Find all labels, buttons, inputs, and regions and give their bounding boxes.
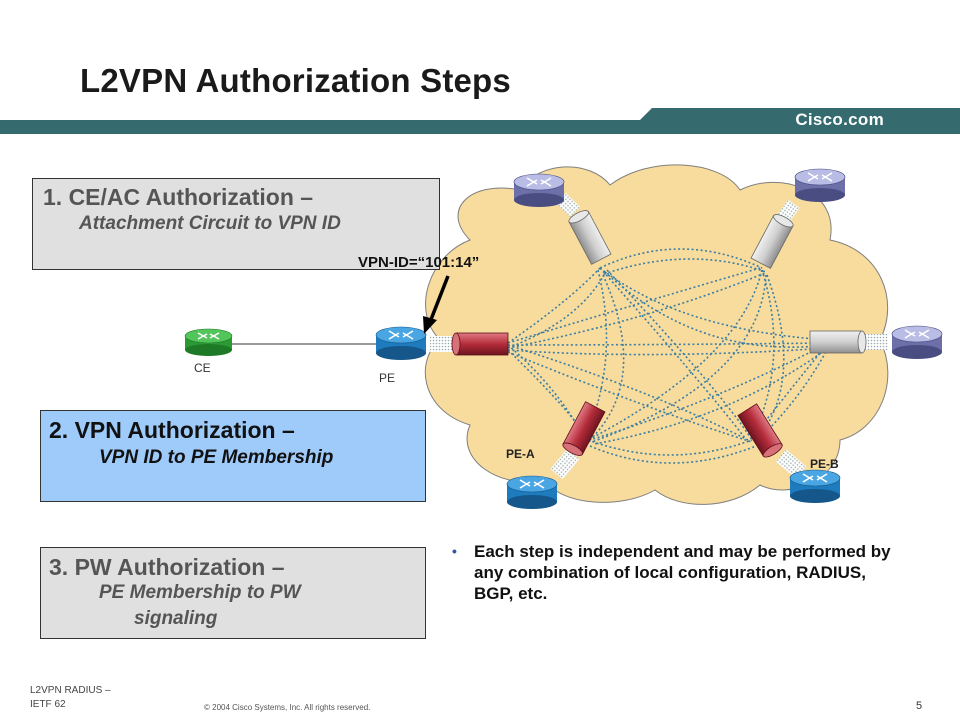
footer-session-line2: IETF 62	[30, 699, 66, 710]
bullet-icon: •	[452, 543, 457, 559]
page-number: 5	[916, 700, 923, 712]
arrow-icon	[423, 275, 450, 334]
step-1-title: 1. CE/AC Authorization –	[43, 184, 314, 210]
bullet-point: • Each step is independent and may be pe…	[452, 541, 892, 604]
step-3-title: 3. PW Authorization –	[49, 554, 285, 580]
pe-b-label: PE-B	[810, 457, 839, 471]
step-1-detail: Attachment Circuit to VPN ID	[79, 213, 341, 234]
step-2-detail: VPN ID to PE Membership	[99, 447, 334, 468]
footer-copyright: © 2004 Cisco Systems, Inc. All rights re…	[204, 703, 371, 712]
router-icon	[184, 168, 943, 509]
footer-session-line1: L2VPN RADIUS –	[30, 685, 111, 696]
step-1-box: 1. CE/AC Authorization – Attachment Circ…	[32, 178, 440, 270]
cisco-brand: Cisco.com	[795, 110, 884, 129]
step-2-title: 2. VPN Authorization –	[49, 417, 295, 443]
pe-label: PE	[379, 371, 396, 385]
pe-a-label: PE-A	[506, 447, 535, 461]
header-band	[0, 108, 960, 134]
ce-label: CE	[194, 361, 211, 375]
tunnel-icon	[451, 210, 867, 458]
step-3-box: 3. PW Authorization – PE Membership to P…	[40, 547, 426, 639]
header-band-shape	[0, 108, 960, 134]
bullet-text: Each step is independent and may be perf…	[474, 542, 891, 603]
pseudowire-mesh	[507, 248, 829, 464]
vpn-id-label: VPN-ID=“101:14”	[358, 254, 480, 271]
step-3-detail-line2: signaling	[134, 608, 218, 629]
step-2-box: 2. VPN Authorization – VPN ID to PE Memb…	[40, 410, 426, 502]
step-3-detail-line1: PE Membership to PW	[99, 582, 301, 603]
footer-session: L2VPN RADIUS – IETF 62	[30, 684, 111, 712]
slide-title: L2VPN Authorization Steps	[80, 62, 511, 99]
